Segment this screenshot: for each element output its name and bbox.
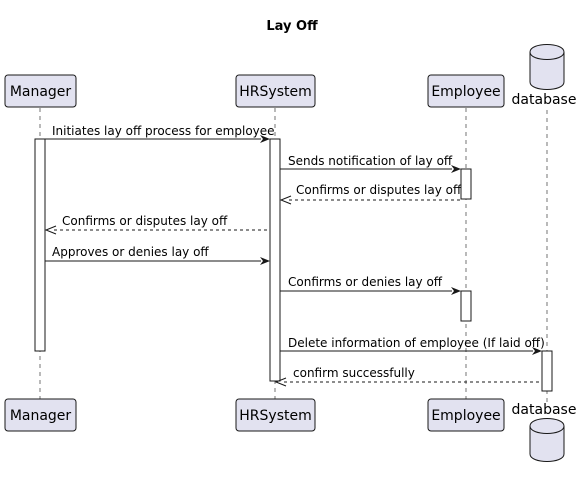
participant-hrsystem-top: HRSystem	[235, 74, 316, 108]
participant-manager-bottom: Manager	[4, 398, 77, 432]
participant-label: Manager	[10, 408, 72, 424]
message-1: Initiates lay off process for employee	[45, 124, 275, 143]
participant-database-bottom: database	[512, 402, 577, 462]
activation-manager	[34, 138, 46, 352]
participant-label: Employee	[431, 408, 500, 424]
diagram-title: Lay Off	[266, 19, 318, 34]
message-8: confirm successfully	[274, 366, 542, 387]
participant-label: HRSystem	[239, 408, 311, 424]
message-label: Confirms or denies lay off	[288, 275, 443, 289]
message-2: Sends notification of lay off	[280, 154, 461, 173]
activation-employee-1	[460, 168, 472, 200]
participant-label: Employee	[431, 84, 500, 100]
message-5: Approves or denies lay off	[45, 245, 270, 265]
message-4: Confirms or disputes lay off	[44, 214, 270, 235]
participant-label: HRSystem	[239, 84, 311, 100]
message-label: Sends notification of lay off	[288, 154, 453, 168]
message-label: Approves or denies lay off	[52, 245, 209, 259]
participant-label: database	[512, 92, 577, 108]
message-7: Delete information of employee (If laid …	[280, 336, 545, 355]
participant-hrsystem-bottom: HRSystem	[235, 398, 316, 432]
activation-database	[541, 350, 553, 392]
participant-database-top: database	[512, 44, 577, 108]
message-3: Confirms or disputes lay off	[279, 183, 462, 205]
activation-hrsystem	[269, 138, 281, 382]
message-label: Initiates lay off process for employee	[52, 124, 275, 138]
activation-employee-2	[460, 290, 472, 322]
message-label: confirm successfully	[293, 366, 415, 380]
participant-manager-top: Manager	[4, 74, 77, 108]
participant-label: Manager	[10, 84, 72, 100]
participant-employee-top: Employee	[427, 74, 505, 108]
participant-employee-bottom: Employee	[427, 398, 505, 432]
message-label: Confirms or disputes lay off	[62, 214, 228, 228]
participant-label: database	[512, 402, 577, 418]
message-label: Delete information of employee (If laid …	[288, 336, 545, 350]
message-label: Confirms or disputes lay off	[296, 183, 462, 197]
message-6: Confirms or denies lay off	[280, 275, 461, 295]
